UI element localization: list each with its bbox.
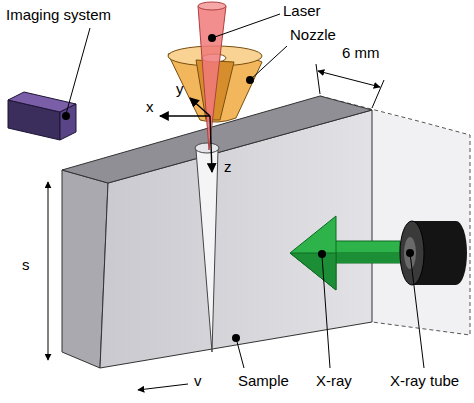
part-label: X-ray tube xyxy=(390,372,459,390)
coordinate-axes xyxy=(160,98,212,172)
keyhole xyxy=(195,143,219,153)
xray-beam-arrow xyxy=(290,216,400,290)
leader-lines xyxy=(236,338,244,368)
leader-lines xyxy=(66,14,424,368)
imaging-system xyxy=(60,104,76,140)
coordinate-axes xyxy=(160,115,210,116)
coordinate-axes xyxy=(190,98,210,116)
part-label: Imaging system xyxy=(6,6,111,24)
keyhole xyxy=(195,143,219,352)
leader-dots xyxy=(232,334,240,342)
coordinate-axes xyxy=(210,116,212,172)
laser-beam xyxy=(198,2,226,10)
xray-beam-arrow xyxy=(334,252,400,263)
dimension-lines xyxy=(138,384,188,390)
dimension-lines xyxy=(48,182,49,360)
part-label: Sample xyxy=(238,372,289,390)
dimension-label: 6 mm xyxy=(342,44,380,62)
xray-tube xyxy=(445,221,467,285)
leader-dots xyxy=(318,250,326,258)
part-label: Laser xyxy=(283,2,321,20)
leader-dots xyxy=(246,76,254,84)
dimension-lines xyxy=(48,64,384,390)
axis-label: z xyxy=(224,158,232,176)
dimension-lines xyxy=(372,80,384,108)
xray-beam-arrow xyxy=(334,241,400,263)
laser-beam xyxy=(198,6,226,150)
sample-block xyxy=(62,96,372,368)
xray-tube xyxy=(404,237,416,269)
axis-label: y xyxy=(176,80,184,98)
leader-dots xyxy=(62,112,70,120)
part-label: Nozzle xyxy=(290,26,336,44)
leader-dots xyxy=(406,249,414,257)
leader-dots xyxy=(208,34,216,42)
dimension-label: v xyxy=(194,372,202,390)
leader-lines xyxy=(322,256,330,368)
xray-beam-arrow xyxy=(290,216,336,290)
imaging-system xyxy=(8,92,76,140)
xray-beam-arrow xyxy=(290,253,336,290)
sample-transparent-part xyxy=(372,110,470,335)
leader-lines xyxy=(212,14,280,38)
xray-tube xyxy=(400,221,467,285)
xray-tube xyxy=(400,221,424,285)
keyhole xyxy=(196,150,218,352)
laser-beam xyxy=(198,2,226,150)
leader-lines xyxy=(410,253,424,368)
leader-lines xyxy=(250,46,287,80)
leader-dots xyxy=(62,34,414,342)
axis-label: x xyxy=(146,98,154,116)
dimension-lines xyxy=(318,71,380,87)
part-label: X-ray xyxy=(316,372,352,390)
dimension-lines xyxy=(316,64,320,94)
dimension-label: s xyxy=(22,256,30,274)
leader-lines xyxy=(66,28,90,114)
